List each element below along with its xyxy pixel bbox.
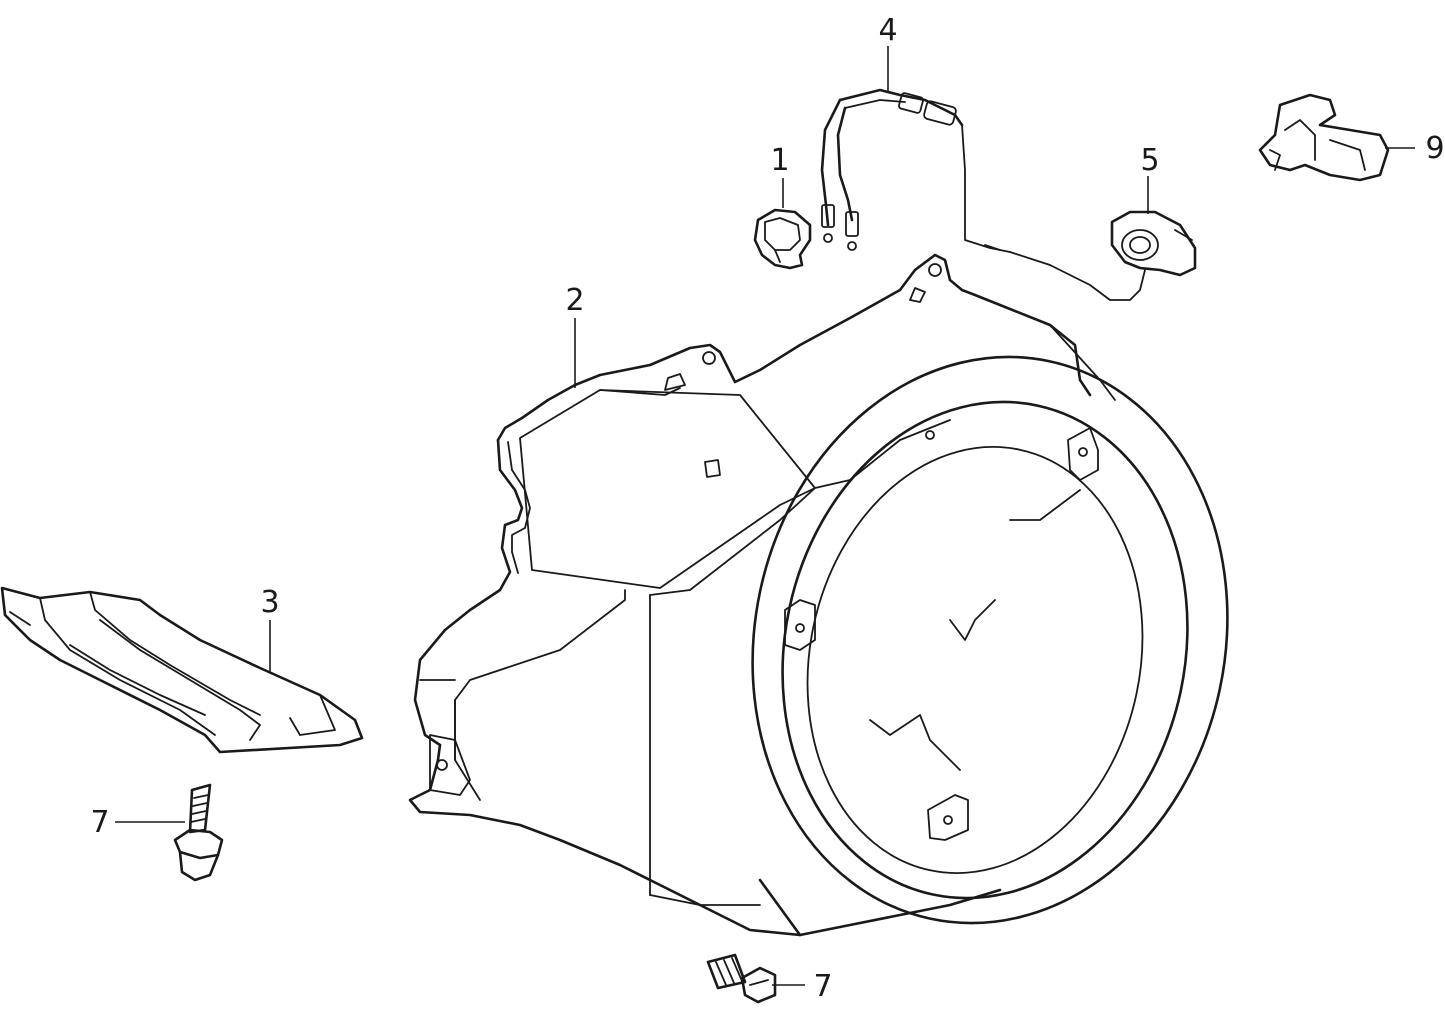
callout-5: 5 [1140,143,1159,178]
callout-labels: 1 2 3 4 5 7 7 9 [90,13,1444,1004]
callout-7-bottom: 7 [813,969,832,1004]
guide-plate-part [0,586,364,754]
fan-cover-part [408,253,1229,937]
callout-4: 4 [878,13,897,48]
leader-lines [115,46,1415,986]
wire-harness-part [820,88,1011,253]
bolt-part-left [173,783,224,882]
callout-3: 3 [260,585,279,620]
callout-9: 9 [1425,131,1444,166]
callout-2: 2 [565,283,584,318]
callout-7-left: 7 [90,805,109,840]
sensor-part [1009,210,1197,301]
bracket-part [1258,93,1390,182]
clamp-part [753,208,812,270]
bolt-part-bottom [706,953,777,1004]
callout-1: 1 [770,143,789,178]
